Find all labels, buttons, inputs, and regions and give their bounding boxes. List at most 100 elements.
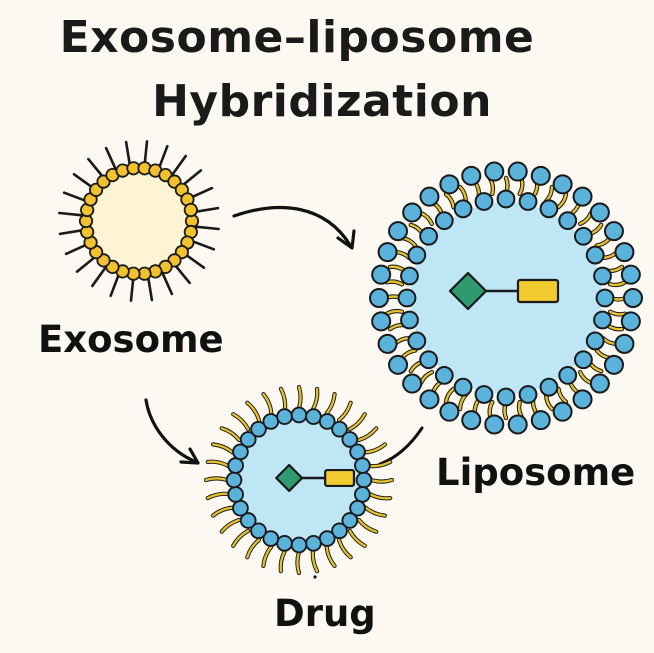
lipid-tail [262, 392, 273, 415]
lipid-head [250, 420, 267, 438]
lipid-head-outer [371, 264, 392, 285]
arrowhead [336, 229, 356, 250]
surface-spike [58, 211, 84, 217]
lipid-head-outer [388, 354, 409, 375]
lipid-tail [311, 549, 319, 573]
lipid-head-outer [507, 414, 528, 435]
lipid-tail [458, 185, 467, 203]
lipid-head [227, 457, 244, 474]
diagram-title: Exosome–liposome Hybridization [0, 6, 654, 134]
lipid-head-outer [402, 373, 423, 394]
surface-spike [109, 273, 121, 298]
lipid-tail [262, 545, 273, 568]
lipid-head-outer [419, 389, 440, 410]
lipid-tail [608, 310, 627, 316]
lipid-head [354, 457, 371, 474]
lipid-tail [325, 545, 336, 568]
lipid-tail [419, 211, 433, 225]
lipid-tail [385, 280, 404, 286]
lipid-head-inner [595, 288, 615, 308]
lipid-tail [444, 387, 455, 404]
lipid-tail [211, 443, 234, 454]
lipid-head-inner [539, 377, 559, 397]
lipid-head-inner [434, 366, 454, 385]
exosome-label: Exosome [38, 318, 224, 361]
lipid-tail [557, 387, 568, 404]
lipid-head-inner [419, 226, 438, 246]
arrowhead [179, 447, 200, 465]
surface-spike [75, 255, 97, 273]
lipid-head-outer [507, 161, 528, 182]
lipid-head-outer [620, 311, 641, 332]
lipid-head-outer [439, 401, 460, 422]
lipid-head [232, 499, 249, 517]
dot-mark [313, 575, 317, 579]
lipid-head [276, 408, 293, 425]
liposome-label: Liposome [436, 451, 636, 494]
title-line-2: Hybridization [152, 76, 492, 127]
lipid-head-outer [369, 288, 389, 308]
lipid-head-outer [388, 221, 409, 242]
lipid-tail [385, 309, 404, 315]
lipid-tail [246, 401, 261, 422]
lipid-head [276, 535, 293, 552]
liposome-vesicle [369, 161, 643, 435]
lipid-head-outer [552, 174, 573, 195]
lipid-tail [297, 385, 302, 410]
lipid-head-outer [572, 186, 593, 207]
lipid-head [262, 530, 280, 547]
lipid-tail [337, 401, 352, 422]
lipid-tail [357, 427, 378, 442]
lipid-head [318, 413, 336, 430]
surface-spike [64, 243, 89, 256]
membrane-bead [183, 202, 198, 218]
lipid-tail [557, 192, 568, 209]
lipid-head [250, 522, 267, 540]
surface-spike [161, 271, 174, 296]
lipid-head-outer [589, 373, 610, 394]
surface-spike [193, 206, 220, 214]
lipid-head [290, 406, 308, 424]
lipid-head-inner [539, 199, 559, 219]
lipid-tail [211, 506, 234, 517]
lipid-head-inner [400, 266, 419, 286]
surface-spike [62, 191, 87, 203]
surface-spike [173, 263, 191, 285]
lipid-head-inner [400, 310, 419, 330]
lipid-head-outer [530, 165, 551, 186]
lipid-head-outer [461, 410, 482, 431]
lipid-head-inner [474, 192, 494, 211]
lipid-head-outer [603, 221, 624, 242]
lipid-head [354, 486, 371, 503]
lipid-head-outer [589, 202, 610, 223]
surface-spike [189, 186, 214, 199]
lipid-head-outer [371, 311, 392, 332]
lipid-tail [246, 538, 261, 559]
lipid-head-outer [484, 161, 505, 182]
surface-spike [191, 239, 216, 251]
lipid-head [349, 499, 366, 517]
lipid-head-inner [558, 211, 578, 230]
lipid-tail [279, 387, 287, 411]
lipid-tail [579, 371, 593, 385]
lipid-head-outer [620, 264, 641, 285]
lipid-head [290, 536, 308, 554]
surface-spike [194, 225, 220, 231]
surface-spike [124, 140, 132, 167]
lipid-head [305, 535, 322, 552]
lipid-head-outer [614, 242, 635, 263]
lipid-head [341, 431, 359, 448]
drug-diamond-shape [275, 463, 304, 493]
lipid-tail [232, 529, 250, 547]
lipid-tail [220, 518, 241, 533]
surface-spike [170, 154, 188, 177]
lipid-head-inner [407, 245, 427, 265]
lipid-head-outer [614, 333, 635, 354]
drug-diamond-shape [448, 271, 488, 311]
lipid-head-inner [585, 245, 605, 265]
drug-label: Drug [274, 592, 376, 635]
lipid-tail [206, 492, 230, 500]
surface-spike [129, 276, 135, 302]
